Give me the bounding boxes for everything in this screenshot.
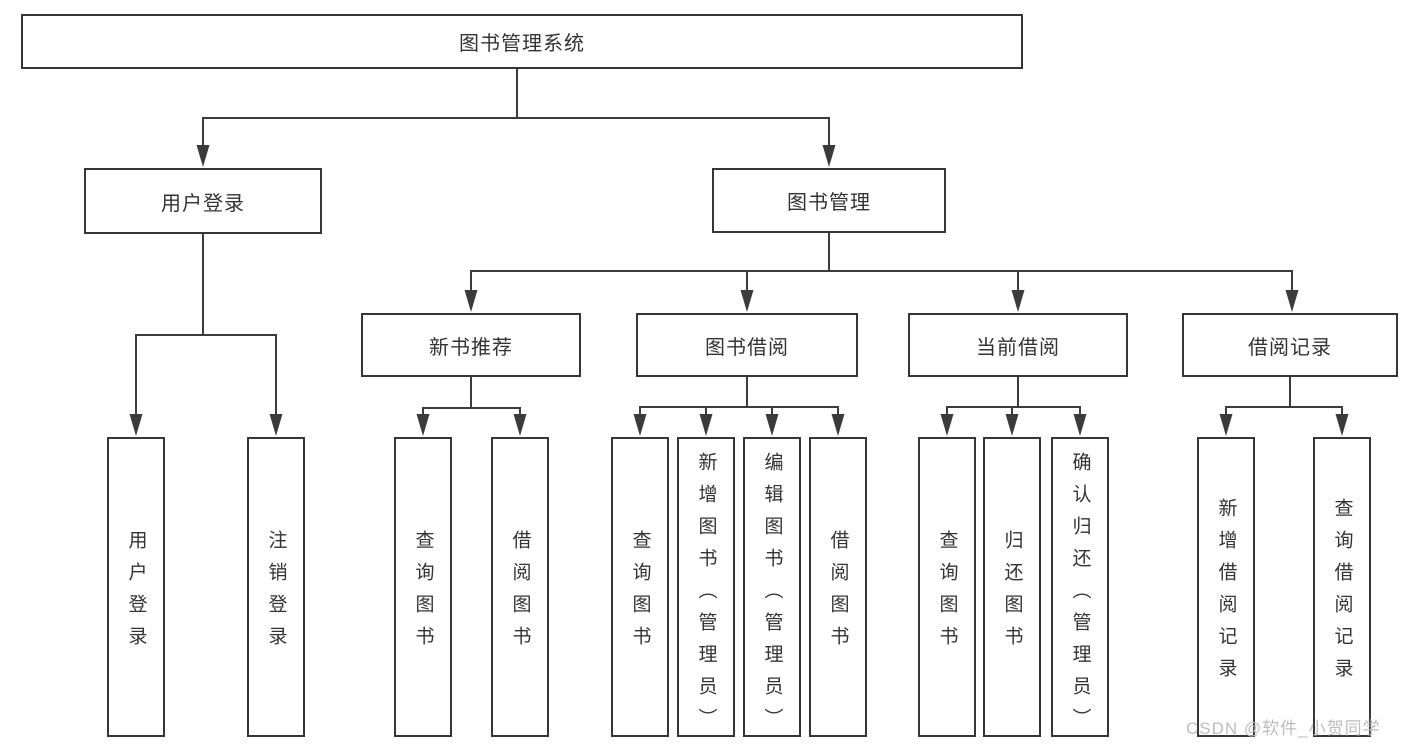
- leaf-query-books-current-label: 查询图书: [936, 529, 958, 658]
- leaf-query-books-recommend-label: 查询图书: [412, 529, 434, 658]
- node-borrow-record-label: 借阅记录: [1248, 336, 1332, 359]
- leaf-logout-label: 注销登录: [265, 529, 287, 658]
- connector-current-borrow: [940, 377, 1087, 436]
- leaf-user-login: 用户登录: [107, 437, 165, 737]
- node-book-mgmt-branch-label: 图书管理: [787, 192, 871, 214]
- leaf-query-books-borrow-label: 查询图书: [629, 529, 651, 658]
- leaf-query-books-recommend: 查询图书: [394, 437, 452, 737]
- node-book-borrow: 图书借阅: [636, 313, 858, 377]
- leaf-query-borrow-record: 查询借阅记录: [1313, 437, 1371, 737]
- leaf-add-books-admin: 新增图书（管理员）: [677, 437, 735, 740]
- node-borrow-record: 借阅记录: [1182, 313, 1398, 377]
- leaf-return-books: 归还图书: [983, 437, 1041, 737]
- leaf-borrow-books: 借阅图书: [809, 437, 867, 737]
- leaf-confirm-return-admin-label: 确认归还（管理员）: [1069, 452, 1091, 740]
- node-new-book-recommend: 新书推荐: [361, 313, 581, 377]
- csdn-watermark: CSDN @软件_小贺同学: [1186, 719, 1381, 738]
- leaf-user-login-label: 用户登录: [125, 529, 147, 658]
- leaf-add-borrow-record: 新增借阅记录: [1197, 437, 1255, 737]
- connector-new-book: [416, 377, 527, 436]
- connector-book-borrow: [633, 377, 845, 436]
- leaf-query-books-current: 查询图书: [918, 437, 976, 737]
- leaf-edit-books-admin: 编辑图书（管理员）: [743, 437, 801, 740]
- leaf-add-borrow-record-label: 新增借阅记录: [1215, 497, 1237, 690]
- leaf-borrow-books-label: 借阅图书: [827, 529, 849, 658]
- leaf-confirm-return-admin: 确认归还（管理员）: [1051, 437, 1109, 740]
- connector-user-login: [129, 234, 283, 436]
- node-user-login-branch: 用户登录: [84, 168, 322, 234]
- node-root-label: 图书管理系统: [459, 33, 585, 55]
- leaf-query-borrow-record-label: 查询借阅记录: [1331, 497, 1353, 690]
- leaf-borrow-books-recommend: 借阅图书: [491, 437, 549, 737]
- leaf-edit-books-admin-label: 编辑图书（管理员）: [761, 452, 783, 740]
- leaf-return-books-label: 归还图书: [1001, 529, 1023, 658]
- node-root: 图书管理系统: [21, 14, 1023, 69]
- connector-root: [196, 69, 836, 167]
- connector-book-mgmt: [464, 233, 1299, 312]
- node-current-borrow-label: 当前借阅: [976, 336, 1060, 359]
- connector-borrow-record: [1219, 377, 1349, 436]
- node-new-book-recommend-label: 新书推荐: [429, 336, 513, 359]
- leaf-borrow-books-recommend-label: 借阅图书: [509, 529, 531, 658]
- node-book-borrow-label: 图书借阅: [705, 336, 789, 359]
- leaf-query-books-borrow: 查询图书: [611, 437, 669, 737]
- node-current-borrow: 当前借阅: [908, 313, 1128, 377]
- node-book-mgmt-branch: 图书管理: [712, 168, 946, 233]
- leaf-logout: 注销登录: [247, 437, 305, 737]
- node-user-login-branch-label: 用户登录: [161, 192, 245, 215]
- leaf-add-books-admin-label: 新增图书（管理员）: [695, 452, 717, 740]
